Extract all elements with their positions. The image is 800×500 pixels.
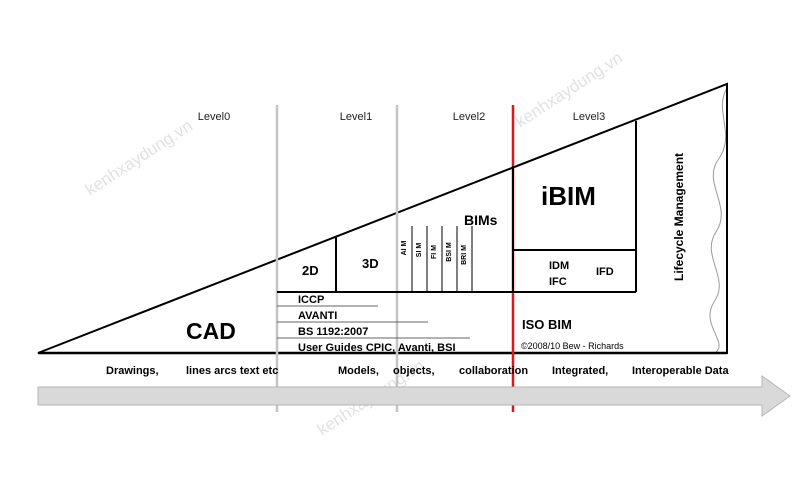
2d-label: 2D	[302, 263, 319, 278]
standard-avanti: AVANTI	[298, 310, 337, 322]
level-label-2: Level2	[453, 111, 485, 123]
level-label-0: Level0	[198, 111, 230, 123]
cad-label: CAD	[186, 318, 236, 344]
lifecycle-label: Lifecycle Management	[672, 153, 686, 281]
arrow-caption-models: Models,	[338, 365, 379, 377]
level-label-3: Level3	[573, 111, 605, 123]
progress-arrow	[37, 375, 791, 417]
bims-label: BIMs	[464, 212, 498, 228]
maturity-triangle	[37, 82, 728, 354]
ifc-label: IFC	[549, 276, 567, 288]
arrow-caption-drawings: Drawings,	[106, 365, 159, 377]
arrow-caption-objects: objects,	[393, 365, 435, 377]
bim-model-bsim: BSI M	[446, 242, 453, 262]
ifd-label: IFD	[596, 266, 614, 278]
idm-label: IDM	[549, 260, 569, 272]
bim-model-aim: AI M	[401, 240, 408, 255]
arrow-caption-collaboration: collaboration	[459, 365, 528, 377]
bim-model-sim: SI M	[416, 243, 423, 258]
level-label-1: Level1	[340, 111, 372, 123]
copyright-label: ©2008/10 Bew - Richards	[521, 341, 624, 351]
standard-user-guides: User Guides CPIC, Avanti, BSI	[298, 342, 456, 354]
arrow-caption-integrated: Integrated,	[552, 365, 608, 377]
watermark-2: kenhxaydung.vn	[512, 48, 626, 131]
iso-bim-label: ISO BIM	[522, 317, 572, 332]
torn-edge	[709, 87, 728, 353]
bim-model-brim: BRI M	[461, 245, 468, 265]
standard-bs1192: BS 1192:2007	[298, 326, 368, 338]
arrow-caption-interoperable: Interoperable Data	[632, 365, 729, 377]
watermark-1: kenhxaydung.vn	[82, 116, 196, 199]
3d-label: 3D	[362, 256, 379, 271]
arrow-caption-lines: lines arcs text etc	[186, 365, 278, 377]
bim-model-fim: FI M	[431, 245, 438, 259]
ibim-label: iBIM	[541, 181, 596, 211]
standard-iccp: ICCP	[298, 294, 324, 306]
